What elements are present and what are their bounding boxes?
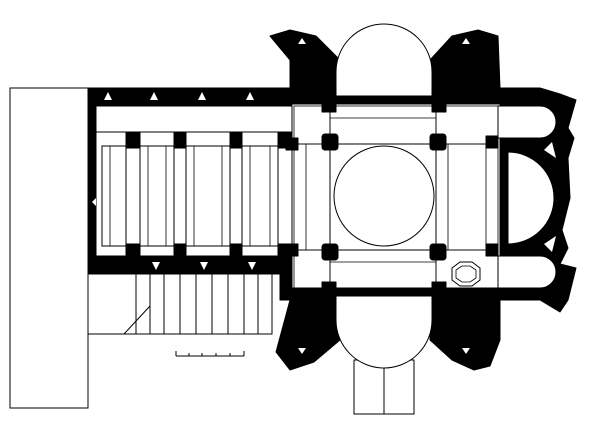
crossing <box>291 103 501 289</box>
south-stair <box>123 273 273 335</box>
arm-notches <box>298 38 556 354</box>
apses <box>330 23 557 369</box>
nave <box>95 105 293 257</box>
north-wall-notches <box>92 92 256 270</box>
crossing-piers <box>285 97 499 297</box>
scale-bar <box>175 351 245 357</box>
